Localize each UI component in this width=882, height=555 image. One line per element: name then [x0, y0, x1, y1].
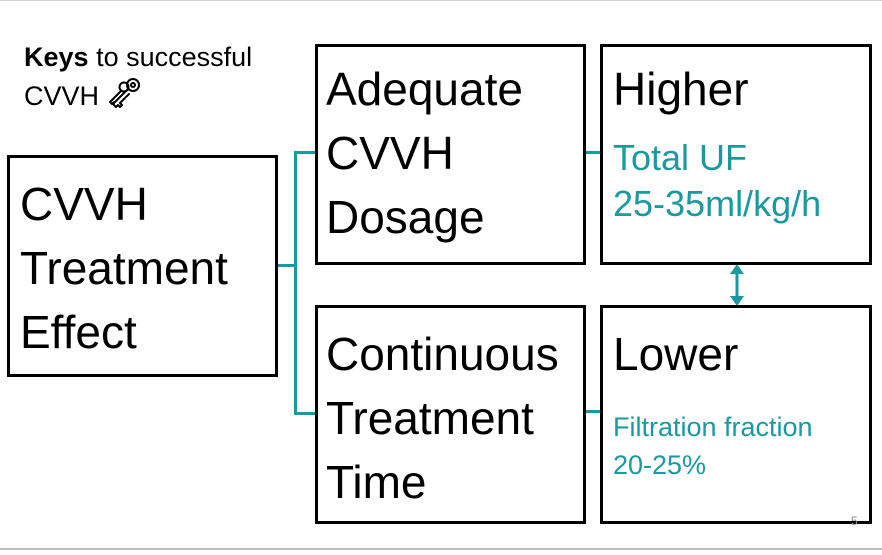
connector-to-dosage — [294, 151, 317, 154]
page-number: 5 — [851, 514, 858, 528]
heading-bold: Keys — [24, 42, 89, 72]
double-arrow-icon — [730, 264, 744, 306]
top-rule — [0, 0, 882, 1]
lower-detail-line: Filtration fraction — [613, 412, 813, 442]
connector-to-time — [294, 412, 317, 415]
heading-rest: to successful — [96, 42, 253, 72]
dosage-box-line: Adequate — [326, 63, 523, 115]
dosage-box-line: CVVH — [326, 127, 454, 179]
higher-detail-line: Total UF — [613, 137, 748, 178]
effect-box: CVVH Treatment Effect — [7, 155, 278, 377]
effect-box-line: CVVH — [20, 178, 148, 230]
bottom-rule — [0, 548, 882, 550]
time-box-line: Time — [326, 456, 427, 508]
higher-detail-line: 25-35ml/kg/h — [613, 183, 822, 224]
lower-detail-line: 20-25% — [613, 450, 707, 480]
time-box: Continuous Treatment Time — [315, 305, 586, 524]
effect-box-line: Treatment — [20, 242, 228, 294]
time-box-line: Treatment — [326, 392, 534, 444]
keys-icon — [105, 76, 145, 120]
lower-box: Lower Filtration fraction 20-25% — [600, 305, 872, 524]
lower-title: Lower — [613, 328, 739, 380]
connector-trunk — [294, 151, 297, 415]
slide-heading: Keys to successful CVVH — [24, 38, 314, 120]
dosage-box: Adequate CVVH Dosage — [315, 44, 586, 265]
higher-title: Higher — [613, 63, 749, 115]
time-box-line: Continuous — [326, 328, 559, 380]
heading-line2: CVVH — [24, 81, 100, 112]
connector-stub-effect — [276, 264, 296, 267]
dosage-box-line: Dosage — [326, 191, 485, 243]
connector-time-lower — [585, 410, 602, 413]
effect-box-line: Effect — [20, 306, 137, 358]
higher-box: Higher Total UF 25-35ml/kg/h — [600, 44, 872, 265]
connector-dosage-higher — [585, 151, 602, 154]
